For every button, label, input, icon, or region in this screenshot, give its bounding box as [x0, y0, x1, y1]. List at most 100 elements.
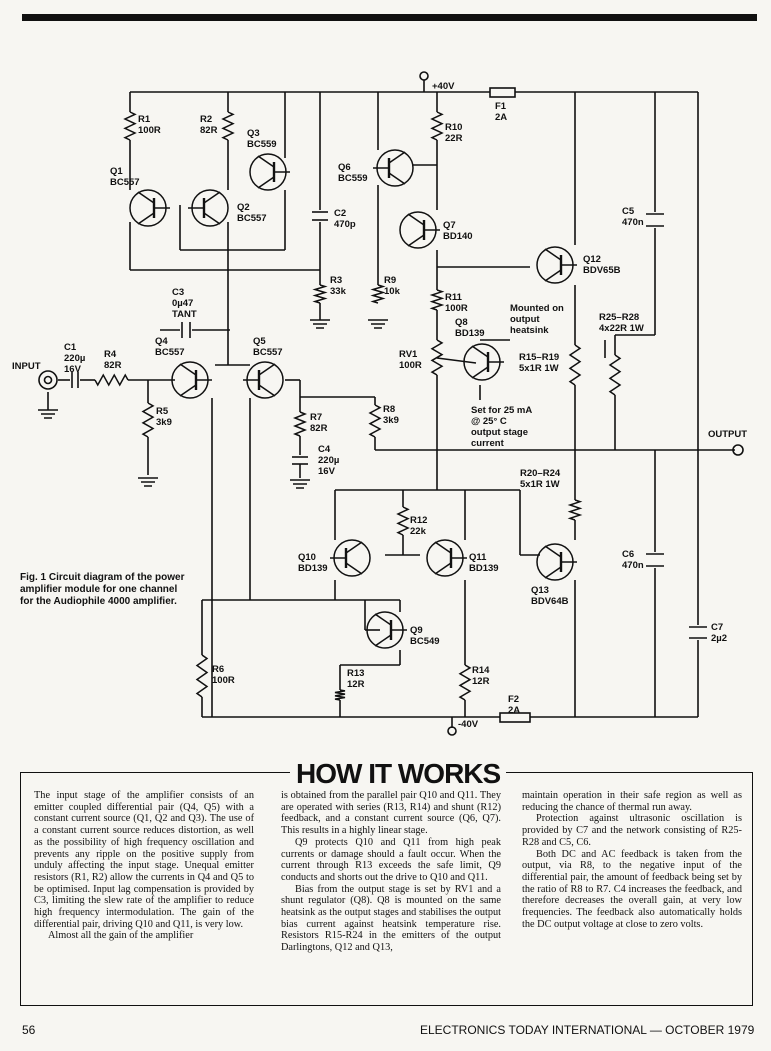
resistor-r12: [396, 506, 410, 536]
resistor-r15: [568, 344, 582, 386]
resistor-r10: [430, 111, 444, 141]
transistor-q2: [188, 189, 229, 227]
resistor-r25: [608, 354, 622, 396]
capacitor-c4: [292, 456, 308, 478]
paragraph: Q9 protects Q10 and Q11 from high peak c…: [281, 836, 501, 883]
capacitor-c2: [312, 211, 328, 221]
label-pos-rail: +40V: [432, 81, 455, 92]
paragraph: Both DC and AC feedback is taken from th…: [522, 848, 742, 930]
resistor-r2: [221, 111, 235, 141]
resistor-r11: [429, 289, 445, 311]
transistor-q11: [426, 539, 467, 577]
capacitor-c7: [689, 626, 707, 639]
fuse-f1: [489, 87, 516, 98]
how-it-works-heading: HOW IT WORKS: [290, 758, 507, 790]
magazine-footer: ELECTRONICS TODAY INTERNATIONAL — OCTOBE…: [420, 1023, 755, 1037]
paragraph: maintain operation in their safe region …: [522, 790, 742, 813]
resistor-r20: [567, 499, 583, 521]
transistor-q6: [373, 149, 414, 187]
ground-symbols: [38, 319, 388, 489]
capacitor-c3: [181, 322, 191, 338]
resistor-r8: [368, 404, 382, 438]
transistor-q4: [171, 361, 212, 399]
input-jack: [38, 370, 58, 390]
resistor-r3: [312, 284, 328, 304]
page-number: 56: [22, 1023, 36, 1037]
capacitor-c5: [646, 213, 664, 227]
transistor-q3: [249, 153, 290, 191]
rv1-wiper: [436, 357, 477, 364]
resistor-rv1: [430, 339, 444, 376]
transistor-q5: [243, 361, 284, 399]
capacitor-c6: [646, 553, 664, 567]
label-neg-rail: -40V: [458, 719, 479, 730]
circuit-schematic: R1100RR282RR333kR482RR53k9R6100RR782RR83…: [12, 71, 747, 736]
resistor-r13: [334, 689, 346, 701]
capacitor-c1: [71, 372, 79, 388]
paragraph: is obtained from the parallel pair Q10 a…: [281, 790, 501, 837]
fuse-f2: [499, 712, 531, 723]
paragraph: Almost all the gain of the amplifier: [48, 930, 194, 942]
resistor-r9: [370, 284, 386, 304]
article-column-3: maintain operation in their safe region …: [522, 790, 742, 930]
transistor-q7: [399, 211, 440, 249]
resistor-r7: [292, 411, 308, 437]
transistor-q12: [536, 246, 577, 284]
top-rule: [22, 14, 757, 21]
resistor-r5: [141, 402, 155, 438]
transistor-q13: [536, 543, 577, 581]
label-input: INPUT: [12, 361, 41, 372]
terminal-output: [732, 444, 744, 456]
paragraph: The input stage of the amplifier consist…: [34, 790, 254, 930]
paragraph: Protection against ultrasonic oscillatio…: [522, 813, 742, 848]
transistor-q1: [129, 189, 170, 227]
label-output: OUTPUT: [708, 429, 747, 440]
resistor-r6: [195, 654, 209, 698]
transistor-q9: [366, 611, 407, 649]
schematic-resistors: [94, 111, 622, 701]
article-column-1: The input stage of the amplifier consist…: [34, 790, 254, 942]
article-column-2: is obtained from the parallel pair Q10 a…: [281, 790, 501, 954]
figure-caption: Fig. 1 Circuit diagram of the power ampl…: [20, 572, 185, 607]
transistor-q10: [330, 539, 371, 577]
